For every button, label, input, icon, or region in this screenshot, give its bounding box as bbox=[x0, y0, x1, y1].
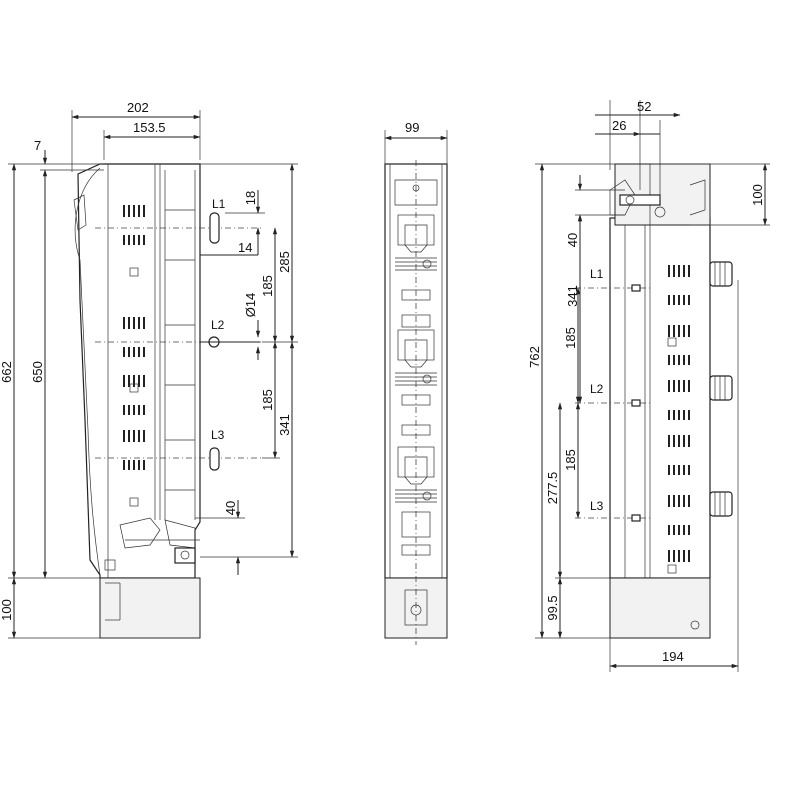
label-l2-right: L2 bbox=[590, 382, 604, 396]
dim-52: 52 bbox=[637, 99, 651, 114]
label-l1-right: L1 bbox=[590, 267, 604, 281]
dim-153-5: 153.5 bbox=[133, 120, 166, 135]
left-side-view: 202 153.5 7 662 650 100 18 14 285 185 bbox=[0, 100, 298, 639]
dim-99: 99 bbox=[405, 120, 419, 135]
dim-7: 7 bbox=[34, 138, 41, 153]
dim-662: 662 bbox=[0, 361, 14, 383]
label-l2-left: L2 bbox=[211, 318, 225, 332]
dim-26: 26 bbox=[612, 118, 626, 133]
dim-40-right: 40 bbox=[565, 233, 580, 247]
right-side-view: 52 26 100 762 40 341 185 185 277.5 bbox=[527, 99, 770, 672]
dim-185-lower-left: 185 bbox=[260, 389, 275, 411]
dim-40-left: 40 bbox=[223, 501, 238, 515]
dim-341-left: 341 bbox=[277, 414, 292, 436]
right-housing-outline bbox=[609, 217, 711, 579]
dim-14: 14 bbox=[238, 240, 252, 255]
label-l3-left: L3 bbox=[211, 428, 225, 442]
dim-277-5: 277.5 bbox=[545, 472, 560, 505]
dim-99-5: 99.5 bbox=[545, 595, 560, 620]
front-view: 99 bbox=[384, 120, 448, 645]
dim-650: 650 bbox=[30, 361, 45, 383]
label-l1-left: L1 bbox=[212, 197, 226, 211]
dim-185-upper-right: 185 bbox=[563, 327, 578, 349]
dim-185-upper-left: 185 bbox=[260, 275, 275, 297]
dim-dia-14: Ø14 bbox=[243, 293, 258, 318]
dim-762: 762 bbox=[527, 346, 542, 368]
dim-100-right-top: 100 bbox=[750, 184, 765, 206]
dim-100-left: 100 bbox=[0, 599, 14, 621]
left-vent-slots bbox=[123, 205, 145, 470]
dim-194: 194 bbox=[662, 649, 684, 664]
dim-18: 18 bbox=[243, 191, 258, 205]
left-base-block bbox=[99, 577, 201, 639]
label-l3-right: L3 bbox=[590, 499, 604, 513]
left-housing-outline bbox=[77, 163, 201, 579]
dim-185-lower-right: 185 bbox=[563, 449, 578, 471]
right-base-block bbox=[609, 577, 711, 639]
right-vent-slots bbox=[668, 265, 690, 590]
dim-285: 285 bbox=[277, 251, 292, 273]
dim-202: 202 bbox=[127, 100, 149, 115]
